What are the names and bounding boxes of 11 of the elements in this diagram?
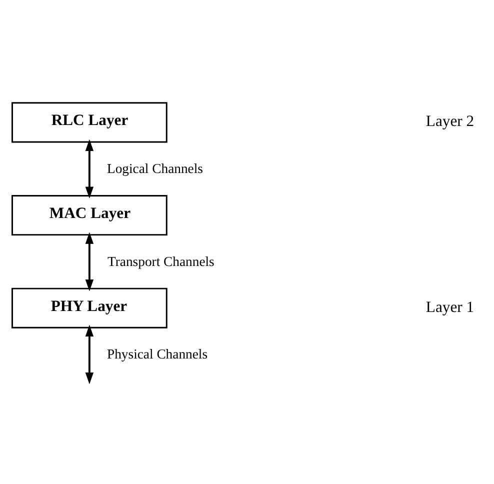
edge-label: Physical Channels — [107, 346, 208, 362]
label: Layer 1 — [426, 298, 474, 316]
arrow — [85, 324, 94, 384]
edge-label: Transport Channels — [108, 253, 214, 268]
edge-label: Logical Channels — [107, 160, 203, 176]
label: Layer 2 — [426, 112, 474, 130]
node-box: MAC Layer — [12, 194, 168, 236]
arrow — [85, 232, 94, 291]
node-box: PHY Layer — [12, 287, 168, 328]
node-box: RLC Layer — [12, 102, 168, 142]
arrow — [85, 138, 94, 198]
